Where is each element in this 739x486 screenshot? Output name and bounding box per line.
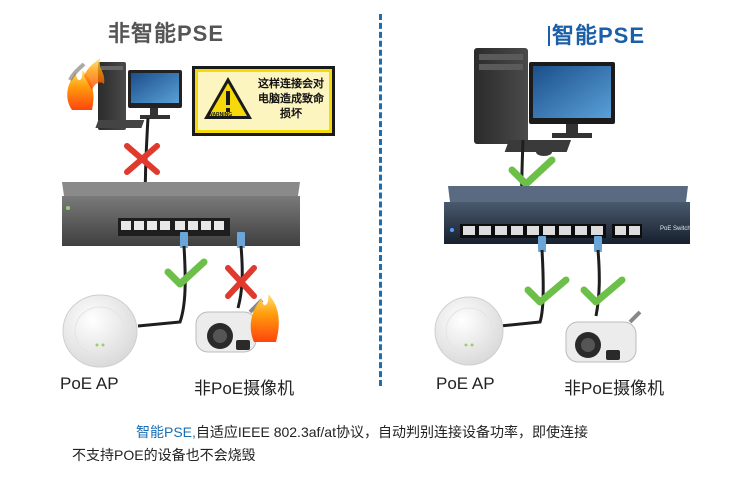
cross-icon	[225, 265, 257, 299]
right-switch	[444, 186, 690, 244]
title-accent-bar	[548, 26, 550, 46]
warning-icon	[204, 77, 252, 119]
fire-icon	[250, 294, 279, 342]
right-camera	[565, 310, 642, 363]
caption-highlight: 智能PSE,	[136, 424, 196, 440]
right-ap-label: PoE AP	[436, 374, 495, 393]
center-divider	[379, 14, 382, 386]
left-title: 非智能PSE	[108, 21, 225, 46]
left-ap-label: PoE AP	[60, 374, 119, 393]
right-title: 智能PSE	[548, 18, 645, 50]
warning-sign-label: WARNING	[208, 112, 233, 118]
check-icon	[580, 276, 626, 306]
left-camera-label: 非PoE摄像机	[194, 379, 295, 398]
caption-line-1-text: 自适应IEEE 802.3af/at协议，自动判别连接设备功率，即使连接	[195, 424, 588, 440]
left-camera	[195, 298, 264, 353]
switch-brand-label: PoE Switch	[660, 226, 691, 232]
warning-inner: WARNING 这样连接会对电脑造成致命损坏	[198, 72, 329, 130]
right-poe-ap	[434, 296, 504, 366]
warning-box: WARNING 这样连接会对电脑造成致命损坏	[192, 66, 335, 136]
left-switch	[62, 182, 300, 246]
check-icon	[524, 276, 570, 306]
check-icon	[508, 156, 556, 188]
caption-line-1: 智能PSE,自适应IEEE 802.3af/at协议，自动判别连接设备功率，即使…	[136, 420, 588, 444]
left-poe-ap	[62, 294, 138, 368]
right-title-text: 智能PSE	[552, 23, 646, 48]
check-icon	[164, 258, 208, 288]
cross-icon	[124, 143, 160, 175]
caption-line-2: 不支持POE的设备也不会烧毁	[72, 447, 256, 463]
right-camera-label: 非PoE摄像机	[564, 379, 665, 398]
warning-text: 这样连接会对电脑造成致命损坏	[258, 78, 324, 120]
left-computer	[95, 62, 182, 130]
fire-icon	[67, 58, 105, 110]
right-computer	[474, 48, 615, 156]
